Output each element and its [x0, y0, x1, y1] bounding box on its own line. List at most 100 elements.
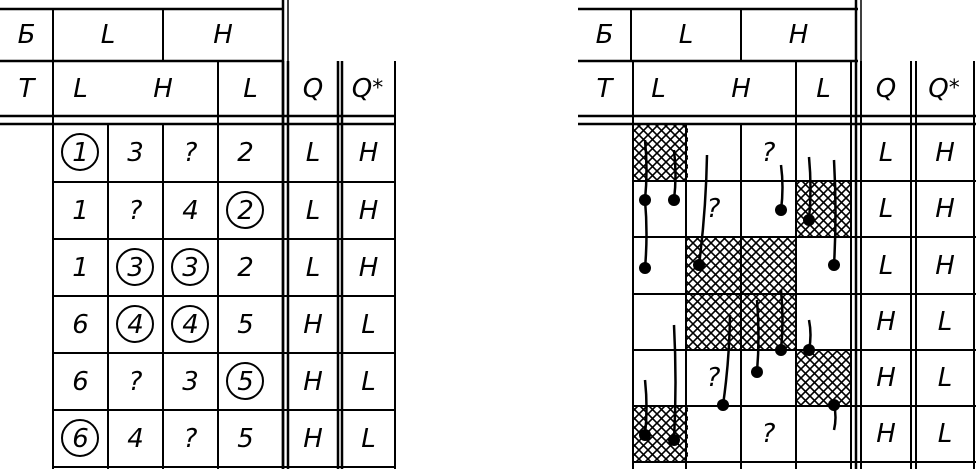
circle-mark	[61, 133, 99, 171]
table-cell: 2	[237, 252, 254, 283]
qstar-asterisk: *	[948, 75, 960, 101]
qstar-cell: L	[361, 366, 376, 397]
header-c1-label: L	[651, 73, 666, 104]
connector-dot	[717, 399, 729, 411]
header-h-label: H	[788, 20, 809, 50]
connector-line	[832, 159, 837, 266]
table-cell: 6	[72, 309, 89, 340]
table-cell: ?	[183, 423, 198, 454]
qstar-letter: Q	[928, 73, 949, 104]
qstar-cell: L	[361, 423, 376, 454]
header-l-label: L	[678, 20, 694, 50]
q-cell: L	[878, 250, 894, 281]
header-q-label: Q	[875, 73, 897, 104]
circle-mark	[226, 191, 264, 229]
q-cell: L	[305, 195, 321, 226]
connector-dot	[775, 204, 787, 216]
connector-line	[697, 154, 709, 266]
header-t-label: T	[18, 73, 35, 104]
header-b-label: Б	[17, 20, 36, 50]
q-cell: H	[303, 366, 323, 397]
circle-mark	[226, 362, 264, 400]
connector-dot	[668, 194, 680, 206]
connector-dot	[639, 262, 651, 274]
connector-dot	[751, 366, 763, 378]
qstar-cell: L	[361, 309, 376, 340]
table-cell: 5	[237, 423, 254, 454]
header-qstar-label: Q*	[915, 61, 973, 116]
q-cell: L	[305, 252, 321, 283]
table-cell: 1	[72, 195, 89, 226]
connector-dot	[639, 429, 651, 441]
table-cell: 4	[127, 423, 144, 454]
table-cell: 5	[237, 309, 254, 340]
table-cell: ?	[128, 195, 143, 226]
table-cell: ?	[761, 419, 776, 449]
connector-dot	[775, 344, 787, 356]
qstar-cell: L	[937, 363, 953, 393]
qstar-cell: L	[937, 307, 953, 337]
qstar-asterisk: *	[372, 75, 384, 101]
connector-line	[721, 314, 732, 406]
q-cell: H	[876, 419, 896, 449]
q-cell: H	[303, 423, 323, 454]
header-c3-label: L	[816, 73, 831, 104]
header-c1-label: L	[73, 73, 88, 104]
table-cell: 3	[127, 138, 144, 168]
circle-mark	[171, 248, 209, 286]
connector-dot	[828, 399, 840, 411]
q-cell: L	[878, 137, 894, 168]
header-c2-label: H	[731, 73, 751, 104]
q-cell: H	[876, 307, 896, 337]
header-c3-label: L	[243, 73, 258, 104]
circle-mark	[116, 248, 154, 286]
qstar-cell: H	[358, 252, 379, 283]
qstar-cell: H	[358, 195, 379, 226]
qstar-cell: H	[935, 194, 955, 224]
connector-line	[672, 324, 677, 441]
table-cell: ?	[761, 137, 776, 168]
header-qstar-label: Q*	[340, 61, 395, 116]
hatched-cell	[633, 124, 688, 181]
connector-line	[643, 199, 648, 269]
hatched-cell	[796, 181, 851, 237]
table-cell: 2	[237, 138, 254, 168]
circle-mark	[171, 305, 209, 343]
circle-mark	[116, 305, 154, 343]
table-cell: 4	[182, 195, 199, 226]
connector-dot	[668, 434, 680, 446]
table-cell: ?	[706, 194, 721, 224]
circle-mark	[61, 419, 99, 457]
qstar-cell: L	[937, 419, 953, 449]
connector-dot	[693, 259, 705, 271]
connector-dot	[828, 259, 840, 271]
header-h-label: H	[213, 20, 233, 50]
table-cell: ?	[128, 366, 143, 397]
hatched-cell	[686, 294, 741, 350]
header-q-label: Q	[302, 73, 324, 104]
q-cell: L	[878, 194, 894, 224]
table-cell: 1	[72, 252, 89, 283]
header-c2-label: H	[153, 73, 173, 104]
q-cell: L	[305, 138, 321, 168]
header-b-label: Б	[595, 20, 614, 50]
qstar-cell: H	[935, 250, 955, 281]
hatched-cell	[741, 237, 796, 294]
q-cell: H	[303, 309, 323, 340]
table-cell: ?	[183, 138, 198, 168]
table-cell: 3	[182, 366, 199, 397]
table-cell: 6	[72, 366, 89, 397]
qstar-cell: H	[935, 137, 955, 168]
connector-line	[755, 299, 760, 373]
qstar-letter: Q	[351, 73, 373, 104]
table-cell: ?	[706, 363, 721, 393]
qstar-cell: H	[358, 138, 379, 168]
connector-dot	[803, 344, 815, 356]
header-l-label: L	[100, 20, 116, 50]
header-t-label: T	[596, 73, 613, 104]
hatched-cell	[741, 294, 796, 350]
q-cell: H	[876, 363, 896, 393]
connector-dot	[803, 214, 815, 226]
